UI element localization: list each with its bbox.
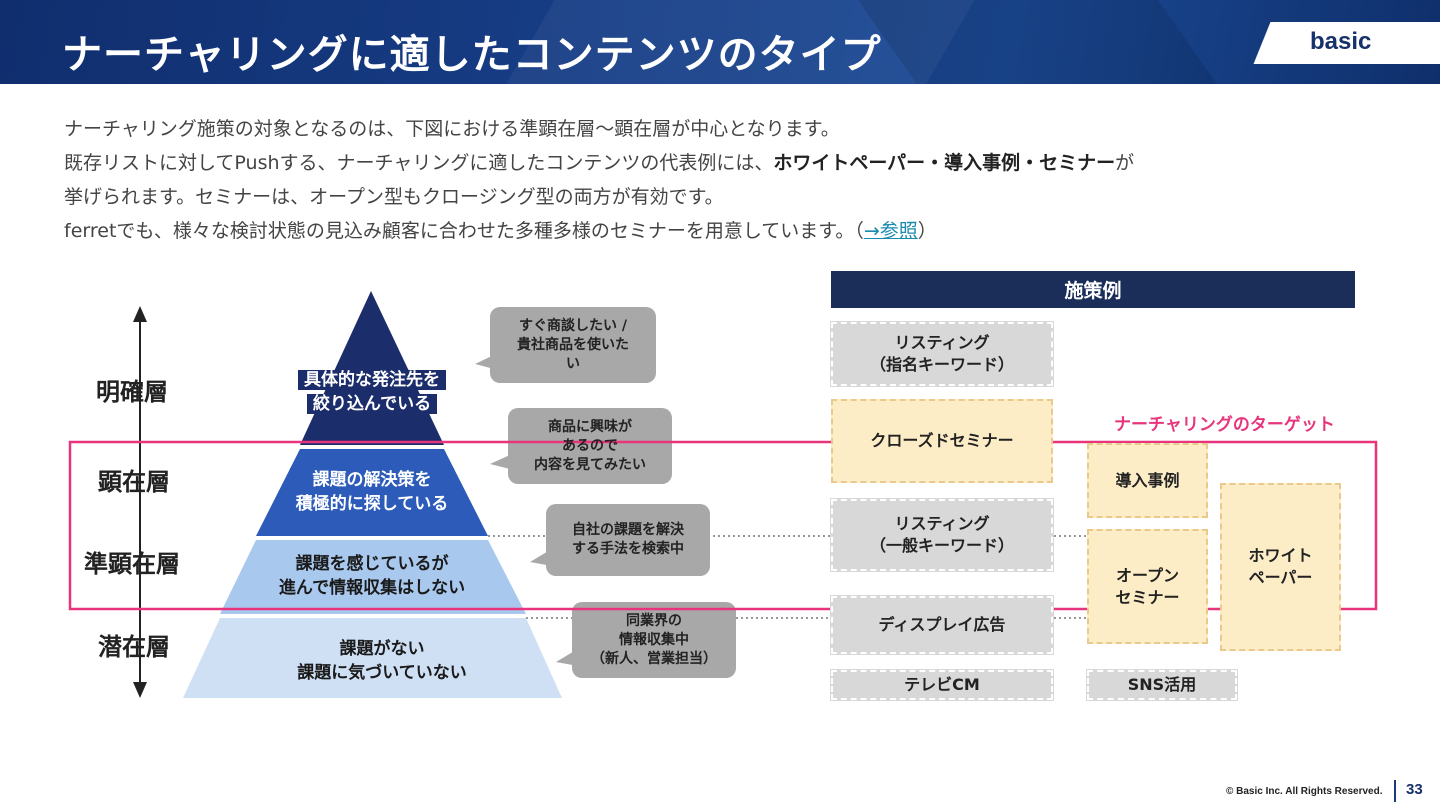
pyramid-tier-4 bbox=[183, 618, 562, 698]
measure-tv-cm: テレビCM bbox=[830, 669, 1054, 701]
intro-line-2-text: 既存リストに対してPushする、ナーチャリングに適したコンテンツの代表例には、 bbox=[64, 152, 774, 174]
intro-line-4-end: ） bbox=[917, 220, 937, 242]
measure-display-ad: ディスプレイ広告 bbox=[830, 595, 1054, 655]
tier-2-text: 課題の解決策を積極的に探している bbox=[262, 468, 482, 516]
intro-line-3-text: 挙げられます。セミナーは、オープン型もクロージング型の両方が有効です。 bbox=[64, 186, 724, 208]
reference-link[interactable]: →参照 bbox=[863, 220, 918, 242]
bubble-text-1: すぐ商談したい /貴社商品を使いたい bbox=[517, 318, 629, 372]
tier-3-text: 課題を感じているが進んで情報収集はしない bbox=[278, 554, 466, 598]
pyramid-tier-3 bbox=[220, 540, 526, 614]
nurturing-target-label: ナーチャリングのターゲット bbox=[1114, 415, 1335, 435]
arrow-down-icon bbox=[133, 682, 147, 698]
measure-case-study: 導入事例 bbox=[1087, 443, 1208, 518]
slide-title: ナーチャリングに適したコンテンツのタイプ bbox=[62, 32, 882, 78]
speech-bubble bbox=[546, 504, 710, 576]
speech-bubble bbox=[490, 307, 656, 383]
slide-header bbox=[0, 0, 1440, 84]
arrow-up-icon bbox=[133, 306, 147, 322]
basic-logo: basic bbox=[1310, 28, 1372, 55]
speech-bubble bbox=[508, 408, 672, 484]
intro-line-4-text: ferretでも、様々な検討状態の見込み顧客に合わせた多種多様のセミナーを用意し… bbox=[64, 220, 864, 242]
intro-line-1: ナーチャリング施策の対象となるのは、下図における準顕在層〜顕在層が中心となります… bbox=[64, 112, 1384, 146]
bubble-text-2: 商品に興味があるので内容を見てみたい bbox=[534, 419, 646, 473]
tier-1-text: 具体的な発注先を絞り込んでいる bbox=[272, 368, 472, 416]
measure-sns: SNS活用 bbox=[1086, 669, 1238, 701]
bubble-text-3: 自社の課題を解決する手法を検索中 bbox=[572, 522, 684, 557]
level-label-2: 顕在層 bbox=[98, 468, 170, 496]
intro-line-2: 既存リストに対してPushする、ナーチャリングに適したコンテンツの代表例には、ホ… bbox=[64, 146, 1384, 180]
intro-line-1-text: ナーチャリング施策の対象となるのは、下図における準顕在層〜顕在層が中心となります… bbox=[64, 118, 840, 140]
target-highlight-frame bbox=[68, 440, 1378, 611]
measure-listing-general: リスティング（一般キーワード） bbox=[830, 498, 1054, 572]
measure-closed-seminar: クローズドセミナー bbox=[831, 399, 1053, 483]
intro-text: ナーチャリング施策の対象となるのは、下図における準顕在層〜顕在層が中心となります… bbox=[64, 112, 1384, 248]
intro-emphasis: ホワイトペーパー・導入事例・セミナー bbox=[773, 152, 1116, 174]
speech-bubble bbox=[572, 602, 736, 678]
level-label-4: 潜在層 bbox=[98, 633, 170, 661]
level-label-3: 準顕在層 bbox=[84, 550, 180, 578]
footer-divider bbox=[1394, 780, 1396, 802]
funnel-diagram: 明確層 顕在層 準顕在層 潜在層 具体的な発注先を絞り込んでいる 課題の解決策を… bbox=[0, 260, 1440, 720]
intro-line-4: ferretでも、様々な検討状態の見込み顧客に合わせた多種多様のセミナーを用意し… bbox=[64, 214, 1384, 248]
measure-open-seminar: オープンセミナー bbox=[1087, 529, 1208, 644]
page-number: 33 bbox=[1406, 781, 1423, 798]
measures-header: 施策例 bbox=[831, 271, 1355, 308]
copyright-text: © Basic Inc. All Rights Reserved. bbox=[1226, 786, 1383, 797]
intro-line-3: 挙げられます。セミナーは、オープン型もクロージング型の両方が有効です。 bbox=[64, 180, 1384, 214]
measure-white-paper: ホワイトペーパー bbox=[1220, 483, 1341, 651]
intro-line-2-end: が bbox=[1115, 152, 1135, 174]
measure-listing-brand: リスティング（指名キーワード） bbox=[830, 321, 1054, 387]
level-label-1: 明確層 bbox=[96, 378, 168, 406]
tier-4-text: 課題がない課題に気づいていない bbox=[297, 639, 467, 683]
bubble-text-4: 同業界の情報収集中（新人、営業担当） bbox=[591, 613, 717, 667]
